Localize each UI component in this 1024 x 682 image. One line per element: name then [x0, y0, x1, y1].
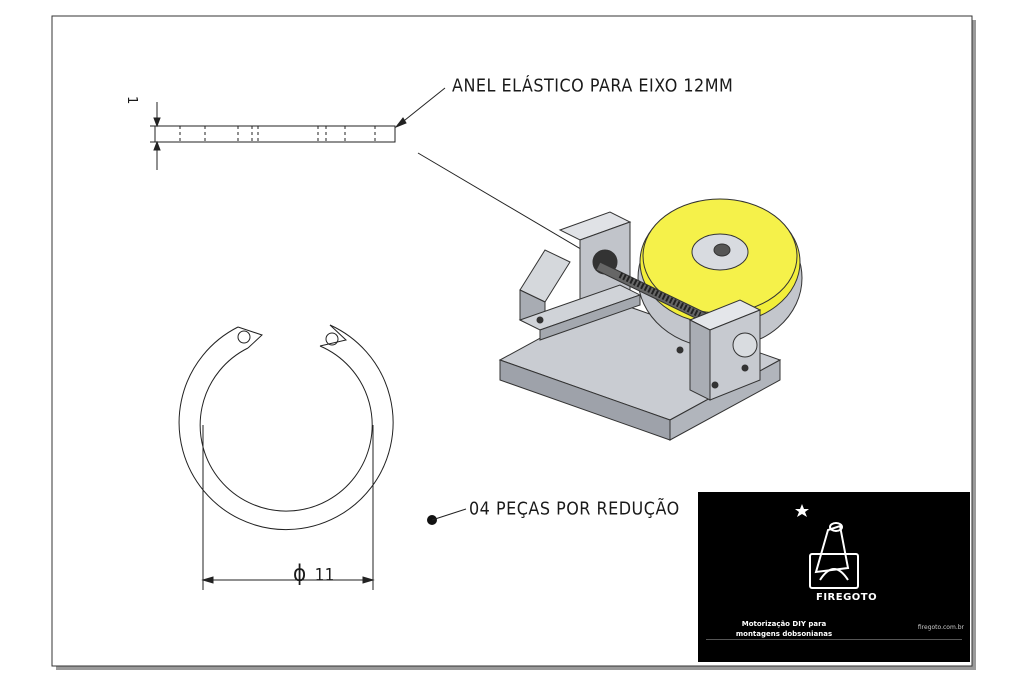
quantity-label: 04 PEÇAS POR REDUÇÃO — [469, 498, 680, 519]
diameter-label: ϕ 11 — [293, 560, 335, 586]
star-icon — [795, 504, 809, 517]
diameter-value: 11 — [314, 565, 335, 586]
quantity-leader — [427, 508, 467, 525]
brand-tagline: Motorização DIY para montagens dobsonian… — [698, 619, 870, 639]
ring-side-view — [150, 102, 396, 170]
brand-name: FIREGOTO — [816, 592, 878, 603]
thickness-label: 1 — [124, 96, 139, 105]
brand-logo-panel: FIREGOTO Motorização DIY para montagens … — [698, 492, 970, 662]
logo-divider — [706, 639, 962, 640]
reducer-assembly-illustration — [498, 198, 803, 441]
diameter-symbol: ϕ — [293, 559, 307, 587]
telescope-icon — [795, 504, 859, 589]
tagline-line-1: Motorização DIY para — [741, 620, 827, 628]
ring-spec-label: ANEL ELÁSTICO PARA EIXO 12MM — [452, 75, 734, 96]
ring-front-view — [178, 324, 394, 590]
brand-url: firegoto.com.br — [917, 624, 964, 631]
tagline-line-2: montagens dobsonianas — [735, 630, 833, 638]
